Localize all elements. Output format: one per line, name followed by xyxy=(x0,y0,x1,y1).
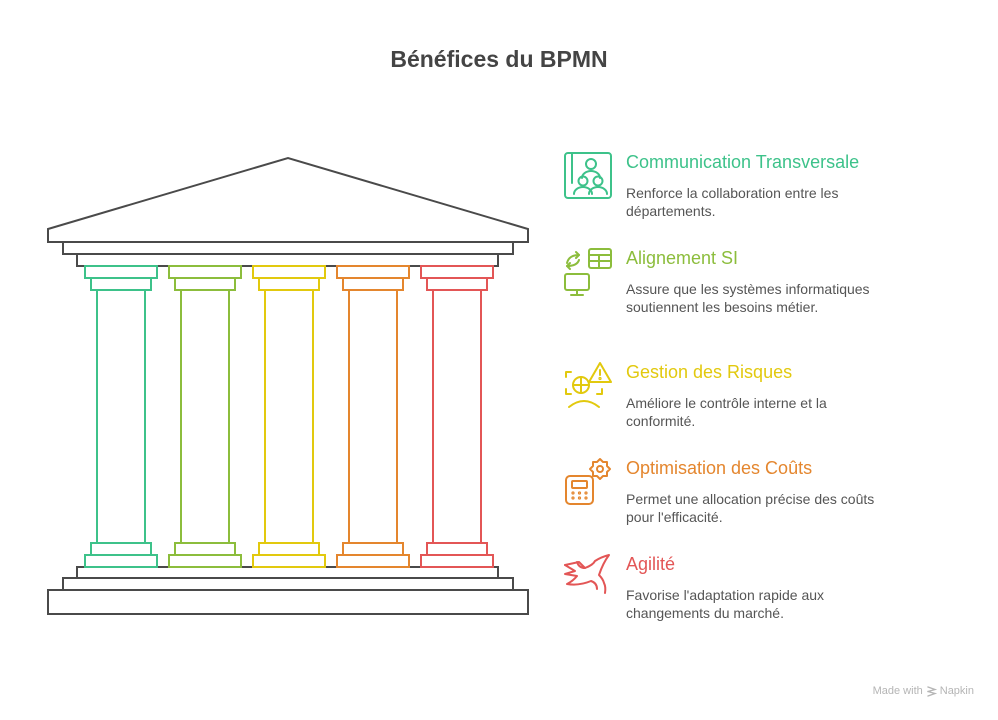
column-capital-bottom xyxy=(342,277,404,291)
temple-roof xyxy=(47,156,529,243)
column-base-bottom xyxy=(420,554,494,568)
column-shaft xyxy=(432,289,482,544)
risk-warning-scan-icon xyxy=(565,362,612,408)
column-capital-top xyxy=(84,265,158,279)
bird-flying-icon xyxy=(564,554,610,594)
benefit-couts: Optimisation des Coûts Permet une alloca… xyxy=(563,456,983,546)
column-shaft xyxy=(348,289,398,544)
temple-stylobate-top xyxy=(76,566,499,579)
temple-step-bottom xyxy=(47,589,529,615)
benefit-description: Favorise l'adaptation rapide aux changem… xyxy=(626,587,825,621)
napkin-brand-label: Napkin xyxy=(939,685,974,697)
column-capital-top xyxy=(420,265,494,279)
benefit-description: Permet une allocation précise des coûts … xyxy=(626,491,875,525)
temple-entablature-lower xyxy=(76,253,499,267)
temple-column xyxy=(252,265,326,568)
column-base-top xyxy=(342,542,404,556)
made-with-napkin-badge[interactable]: Made with Napkin xyxy=(873,685,974,697)
column-capital-top xyxy=(252,265,326,279)
benefit-heading: Agilité xyxy=(626,554,676,574)
temple-column xyxy=(168,265,242,568)
benefit-risques: Gestion des Risques Améliore le contrôle… xyxy=(563,360,983,450)
column-capital-top xyxy=(168,265,242,279)
column-capital-bottom xyxy=(258,277,320,291)
column-base-top xyxy=(90,542,152,556)
made-with-label: Made with xyxy=(872,685,923,697)
temple-entablature-upper xyxy=(62,241,514,255)
team-presentation-icon xyxy=(564,152,612,199)
benefit-heading: Communication Transversale xyxy=(626,152,860,172)
column-base-bottom xyxy=(168,554,242,568)
column-capital-bottom xyxy=(90,277,152,291)
benefit-description: Renforce la collaboration entre les dépa… xyxy=(626,185,839,219)
benefit-heading: Alignement SI xyxy=(626,248,739,268)
column-shaft xyxy=(96,289,146,544)
column-base-bottom xyxy=(252,554,326,568)
benefit-heading: Gestion des Risques xyxy=(626,362,793,382)
calculator-gear-icon xyxy=(565,458,611,505)
column-shaft xyxy=(264,289,314,544)
benefit-description: Améliore le contrôle interne et la confo… xyxy=(626,395,827,429)
column-base-top xyxy=(174,542,236,556)
benefit-communication: Communication Transversale Renforce la c… xyxy=(563,150,983,240)
benefit-agilite: Agilité Favorise l'adaptation rapide aux… xyxy=(563,552,983,642)
sync-monitor-table-icon xyxy=(564,248,612,296)
column-capital-bottom xyxy=(174,277,236,291)
column-base-top xyxy=(258,542,320,556)
temple-column xyxy=(84,265,158,568)
benefit-alignement: Alignement SI Assure que les systèmes in… xyxy=(563,246,983,336)
temple-step-middle xyxy=(62,577,514,591)
temple-column xyxy=(336,265,410,568)
temple-column xyxy=(420,265,494,568)
column-base-bottom xyxy=(336,554,410,568)
column-shaft xyxy=(180,289,230,544)
page-title: Bénéfices du BPMN xyxy=(390,46,608,72)
column-base-top xyxy=(426,542,488,556)
column-base-bottom xyxy=(84,554,158,568)
napkin-logo-icon xyxy=(927,685,937,697)
temple-columns xyxy=(84,265,494,568)
column-capital-top xyxy=(336,265,410,279)
column-capital-bottom xyxy=(426,277,488,291)
benefit-heading: Optimisation des Coûts xyxy=(626,458,813,478)
benefit-description: Assure que les systèmes informatiques so… xyxy=(626,281,870,315)
